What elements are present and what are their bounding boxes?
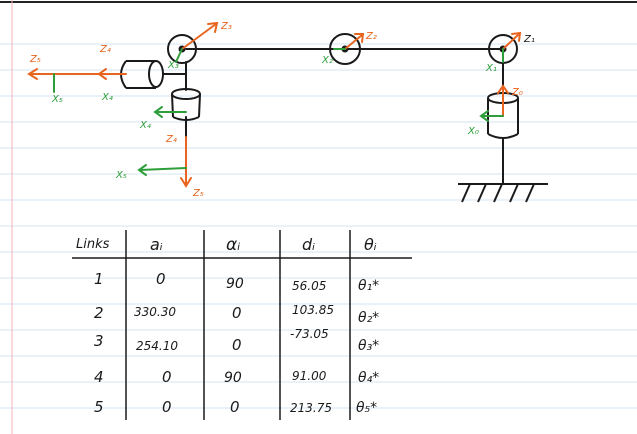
ground-hatch-icon xyxy=(458,183,548,203)
cell-link: 2 xyxy=(94,304,104,322)
table-row: 4 0 90 91.00 θ₄* xyxy=(94,368,379,386)
label-x4-mid: X₄ xyxy=(139,120,151,131)
table-row: 3 254.10 0 -73.05 θ₃* xyxy=(94,327,379,354)
table-row: 5 0 0 213.75 θ₅* xyxy=(94,398,377,416)
cell-a: 254.10 xyxy=(136,339,178,353)
label-x1: X₁ xyxy=(485,63,497,74)
label-x0: X₀ xyxy=(467,126,479,137)
header-d: dᵢ xyxy=(302,235,315,254)
cell-theta: θ₁* xyxy=(358,278,379,294)
table-row: 2 330.30 0 103.85 θ₂* xyxy=(94,303,379,326)
label-x5-left: X₅ xyxy=(51,94,63,105)
cell-theta: θ₂* xyxy=(358,310,379,326)
cell-link: 5 xyxy=(94,398,104,416)
header-links: Links xyxy=(76,237,110,252)
header-theta: θᵢ xyxy=(364,235,377,254)
cell-a: 0 xyxy=(156,270,166,288)
cell-alpha: 0 xyxy=(232,304,242,322)
table-row: 1 0 90 56.05 θ₁* xyxy=(94,270,379,294)
frame-0-axes xyxy=(479,84,509,122)
label-z4-mid: Z₄ xyxy=(165,134,177,145)
cell-link: 4 xyxy=(94,368,104,386)
dh-parameter-table: Links aᵢ αᵢ dᵢ θᵢ 1 0 90 56.05 θ₁* 2 330… xyxy=(72,230,412,420)
label-z2: Z₂ xyxy=(365,31,377,42)
frame-2-axes xyxy=(333,33,365,50)
cell-d: 56.05 xyxy=(292,279,326,293)
label-z5: Z₅ xyxy=(192,188,204,199)
frame-5-axes xyxy=(27,68,192,188)
table-header-row: Links aᵢ αᵢ dᵢ θᵢ xyxy=(76,235,377,255)
cell-alpha: 0 xyxy=(230,398,240,416)
wrist-cylinder-vertical xyxy=(171,88,201,121)
cell-d: 103.85 xyxy=(292,303,334,317)
cell-d: 91.00 xyxy=(292,369,327,383)
cell-theta: θ₃* xyxy=(358,338,379,354)
cell-alpha: 90 xyxy=(226,276,244,292)
cell-link: 3 xyxy=(94,332,104,350)
cell-link: 1 xyxy=(94,270,104,288)
label-x3: X₃ xyxy=(167,60,179,71)
label-x2: X₂ xyxy=(321,55,333,66)
cell-alpha: 90 xyxy=(224,370,242,386)
header-alpha: αᵢ xyxy=(226,235,240,255)
label-z0: Z₀ xyxy=(511,87,523,98)
label-x4: X₄ xyxy=(101,92,113,103)
label-x5: X₅ xyxy=(115,170,127,181)
frame-1-axes xyxy=(502,31,522,63)
cell-d: 213.75 xyxy=(290,401,332,415)
label-z1: Z₁ xyxy=(523,34,535,45)
label-z5-left: Z₅ xyxy=(29,54,41,65)
cell-theta: θ₄* xyxy=(358,370,379,386)
table-rows: 1 0 90 56.05 θ₁* 2 330.30 0 103.85 θ₂* 3… xyxy=(94,270,379,416)
frame-labels: Z₀ X₀ Z₁ X₁ Z₂ X₂ Z₃ X₃ Z₄ X₄ Z₄ X₄ Z₅ X… xyxy=(29,21,535,199)
label-z4-top: Z₄ xyxy=(99,44,111,55)
robot-arm-sketch xyxy=(163,48,504,185)
label-z3: Z₃ xyxy=(220,21,232,32)
cell-a: 0 xyxy=(162,368,172,386)
wrist-cylinder-horizontal xyxy=(120,60,164,89)
cell-a: 330.30 xyxy=(134,305,176,319)
cell-alpha: 0 xyxy=(232,336,242,354)
header-a: aᵢ xyxy=(150,235,163,254)
frame-3-axes xyxy=(175,21,219,63)
cell-a: 0 xyxy=(162,398,172,416)
cell-d: -73.05 xyxy=(290,327,329,341)
cell-theta: θ₅* xyxy=(356,400,377,416)
table-grid xyxy=(72,230,412,420)
